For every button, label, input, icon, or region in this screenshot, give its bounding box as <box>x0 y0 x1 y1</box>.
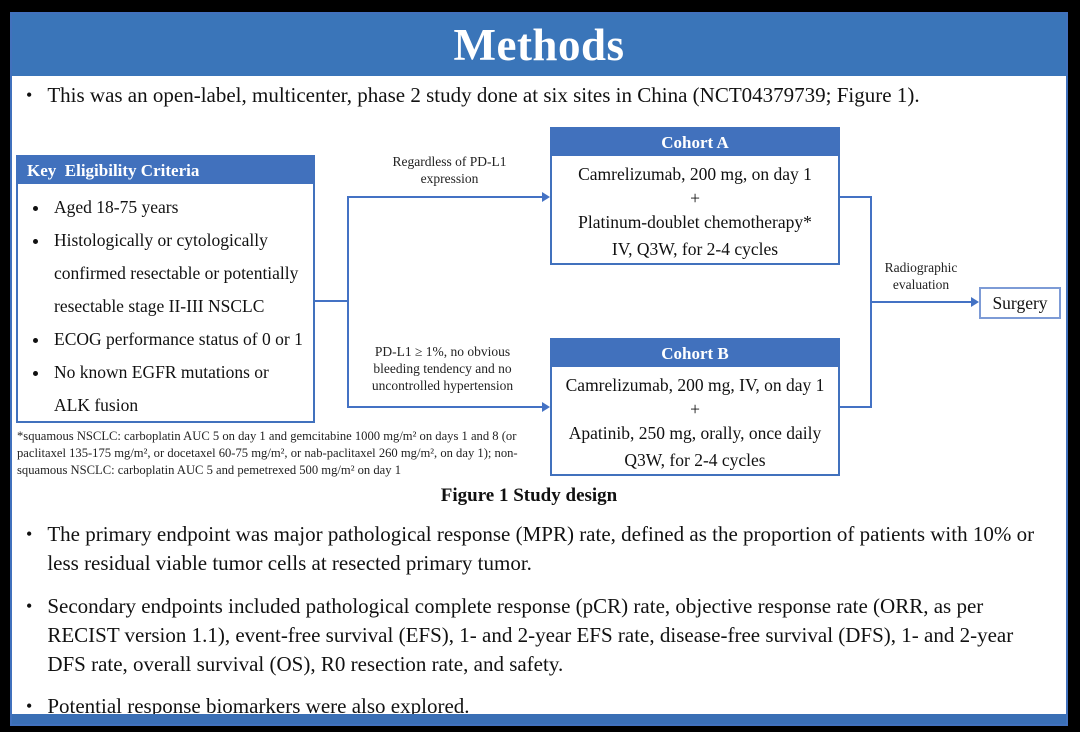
page-title: Methods <box>453 20 625 70</box>
cohort-b-line: Q3W, for 2-4 cycles <box>624 450 766 470</box>
connector-cohort-b-out <box>840 406 872 408</box>
cohort-a-line: IV, Q3W, for 2-4 cycles <box>611 239 779 259</box>
bullet-secondary-endpoints: • Secondary endpoints included pathologi… <box>26 592 1050 679</box>
cohort-b-line: Apatinib, 250 mg, orally, once daily <box>568 423 822 443</box>
cohort-a-line: Camrelizumab, 200 mg, on day 1 <box>578 164 812 184</box>
cohort-a-body: Camrelizumab, 200 mg, on day 1 + Platinu… <box>552 156 838 263</box>
eligibility-item: Aged 18-75 years <box>50 191 305 224</box>
bullet-primary-text: The primary endpoint was major pathologi… <box>47 522 1035 575</box>
bullet-marker: • <box>26 524 33 544</box>
bullet-marker: • <box>26 696 33 716</box>
bullet-primary-endpoint: • The primary endpoint was major patholo… <box>26 520 1050 578</box>
methods-slide: Methods • This was an open-label, multic… <box>10 12 1068 726</box>
cohort-a-box: Cohort A Camrelizumab, 200 mg, on day 1 … <box>550 127 840 265</box>
label-radiographic-evaluation: Radiographic evaluation <box>884 260 958 292</box>
bullet-marker: • <box>26 596 33 616</box>
surgery-box: Surgery <box>979 287 1061 319</box>
figure-caption: Figure 1 Study design <box>440 485 618 506</box>
arrowhead-cohort-b-icon <box>542 402 550 412</box>
bullet-marker: • <box>26 85 33 105</box>
eligibility-item: ECOG performance status of 0 or 1 <box>50 323 305 356</box>
bullet-secondary-text: Secondary endpoints included pathologica… <box>47 594 1014 676</box>
title-bar: Methods <box>12 14 1066 76</box>
cohort-b-body: Camrelizumab, 200 mg, IV, on day 1 + Apa… <box>552 367 838 474</box>
arrowhead-cohort-a-icon <box>542 192 550 202</box>
cohort-b-box: Cohort B Camrelizumab, 200 mg, IV, on da… <box>550 338 840 476</box>
eligibility-item: No known EGFR mutations or ALK fusion <box>50 356 305 422</box>
arrow-to-surgery <box>870 301 971 303</box>
bottom-accent-bar <box>12 714 1066 724</box>
cohort-b-header: Cohort B <box>552 340 838 367</box>
plus-sign: + <box>690 188 700 208</box>
plus-sign: + <box>690 399 700 419</box>
eligibility-item: Histologically or cytologically confirme… <box>50 224 305 323</box>
bullet-intro-text: This was an open-label, multicenter, pha… <box>47 83 920 107</box>
connector-cohort-a-out <box>840 196 872 198</box>
chemotherapy-footnote: *squamous NSCLC: carboplatin AUC 5 on da… <box>17 429 518 477</box>
arrow-to-cohort-a <box>347 196 542 198</box>
label-regardless-pdl1: Regardless of PD-L1 expression <box>392 154 507 186</box>
eligibility-list: Aged 18-75 years Histologically or cytol… <box>18 191 313 422</box>
arrow-to-cohort-b <box>347 406 542 408</box>
connector-eligibility <box>315 300 347 302</box>
cohort-b-line: Camrelizumab, 200 mg, IV, on day 1 <box>565 375 825 395</box>
connector-left-vertical <box>347 196 349 408</box>
label-pdl1-criteria: PD-L1 ≥ 1%, no obvious bleeding tendency… <box>371 344 514 393</box>
bullet-intro: • This was an open-label, multicenter, p… <box>26 81 1050 110</box>
cohort-a-header: Cohort A <box>552 129 838 156</box>
eligibility-header: Key Eligibility Criteria <box>18 157 313 184</box>
arrowhead-surgery-icon <box>971 297 979 307</box>
cohort-a-line: Platinum-doublet chemotherapy* <box>578 212 812 232</box>
eligibility-box: Key Eligibility Criteria Aged 18-75 year… <box>16 155 315 423</box>
